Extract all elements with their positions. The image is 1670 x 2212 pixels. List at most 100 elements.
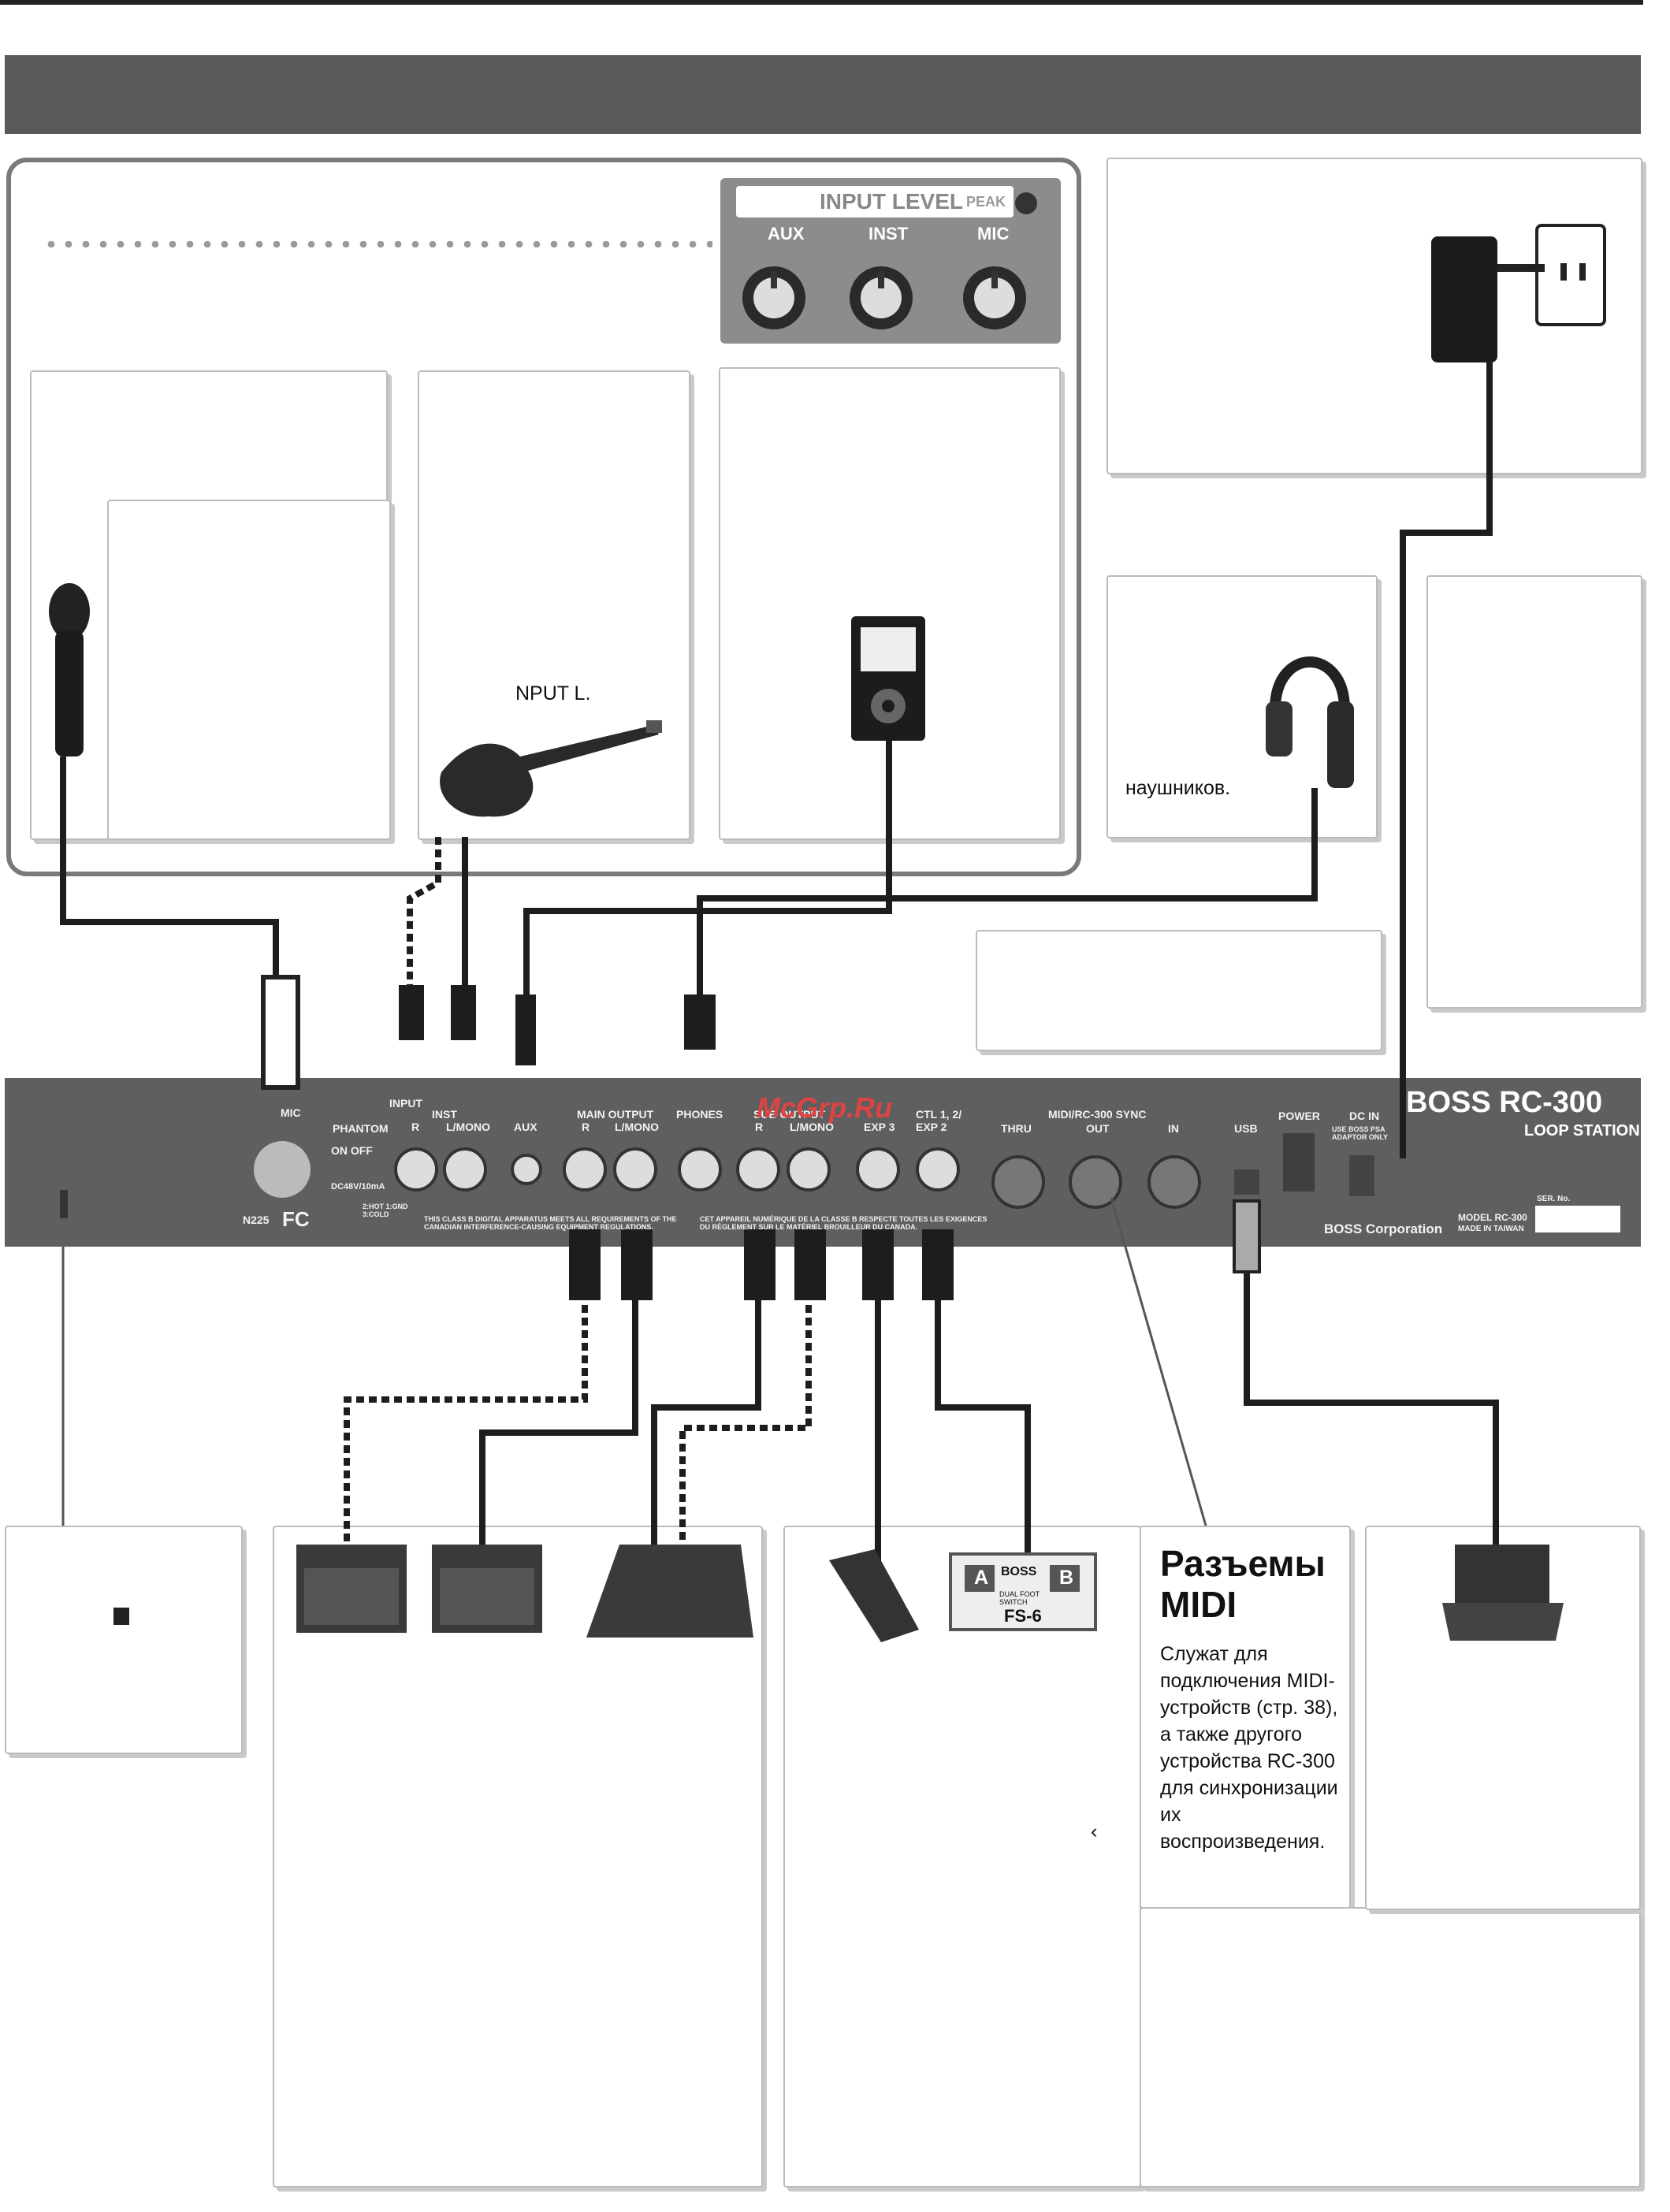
midi-body: Служат для подключения MIDI-устройств (с…: [1160, 1643, 1338, 1853]
label-sub-r: R: [755, 1121, 764, 1133]
phones-jack: [678, 1147, 722, 1192]
watermark: McGrp.Ru: [757, 1091, 893, 1124]
pedal-sub-label: DUAL FOOT SWITCH: [999, 1590, 1040, 1606]
power-switch: [1283, 1133, 1315, 1192]
label-exp3: EXP 3: [864, 1121, 895, 1133]
label-ctl: CTL 1, 2/ EXP 2: [916, 1108, 962, 1133]
label-aux: AUX: [514, 1121, 537, 1133]
main-r-jack: [563, 1147, 607, 1192]
label-on-off: ON OFF: [331, 1144, 373, 1157]
label-main-output: MAIN OUTPUT: [577, 1108, 654, 1121]
midi-callout: [1140, 1526, 1351, 1909]
label-phantom: PHANTOM: [333, 1122, 389, 1135]
pedal-b-label: B: [1059, 1567, 1074, 1589]
label-power: POWER: [1278, 1110, 1320, 1122]
label-fc: FC: [282, 1207, 310, 1231]
aux-jack: [511, 1154, 542, 1185]
inst-l-jack: [443, 1147, 487, 1192]
knob-label-aux: AUX: [768, 224, 805, 244]
label-input: INPUT: [389, 1097, 422, 1110]
mixer-icon: [586, 1545, 753, 1638]
label-inst: INST: [432, 1108, 457, 1121]
pedal-model-label: FS-6: [1004, 1606, 1042, 1626]
section-header-bar: [5, 55, 1641, 134]
dc-in-jack: [1349, 1155, 1374, 1196]
knob-label-inst: INST: [868, 224, 909, 244]
input-level-title-box: [736, 186, 1014, 217]
label-main-l: L/MONO: [615, 1121, 659, 1133]
label-inst-r: R: [411, 1121, 420, 1133]
label-inst-l: L/MONO: [446, 1121, 490, 1133]
sub-r-jack: [736, 1147, 780, 1192]
microphone-icon: [49, 583, 90, 757]
laptop-icon: [1442, 1545, 1564, 1641]
rear-panel-jacks: [60, 1133, 1620, 1232]
midi-title: Разъемы MIDI: [1160, 1543, 1326, 1625]
midi-callout-lower: [1140, 1907, 1641, 2188]
stray-mark: ‹: [1091, 1820, 1098, 1842]
top-rule: [0, 0, 1643, 5]
label-sub-output: SUB OUTPUT: [753, 1108, 825, 1121]
brand-logo: BOSS RC-300: [1406, 1086, 1603, 1119]
exp3-jack: [856, 1147, 900, 1192]
headphones-text: наушников.: [1125, 777, 1231, 799]
peak-label: PEAK: [966, 194, 1006, 210]
expression-pedal-icon: [829, 1549, 919, 1642]
guitar-text: NPUT L.: [515, 682, 591, 704]
headphones-icon: [1266, 656, 1354, 788]
label-in: IN: [1168, 1122, 1179, 1135]
label-cert: N225: [243, 1214, 270, 1226]
serial-box: [1535, 1206, 1620, 1232]
amp-icon-1: [296, 1545, 407, 1633]
kensington-icon: [113, 1608, 129, 1625]
label-phones: PHONES: [676, 1108, 723, 1121]
dotted-leader: [43, 241, 712, 247]
pedal-a-label: A: [974, 1567, 989, 1589]
input-level-knobs: [742, 192, 1037, 329]
loop-station-label: LOOP STATION: [1524, 1122, 1640, 1139]
knob-label-mic: MIC: [977, 224, 1010, 244]
label-corporation: BOSS Corporation: [1324, 1221, 1443, 1236]
input-level-title: INPUT LEVEL: [820, 189, 964, 214]
pedal-brand-label: BOSS: [1001, 1565, 1037, 1578]
inst-r-jack: [394, 1147, 438, 1192]
security-slot: [60, 1190, 68, 1218]
label-sub-l: L/MONO: [790, 1121, 834, 1133]
peak-led: [1015, 192, 1037, 214]
phantom-callout: [107, 500, 391, 840]
plugs-top: [261, 975, 716, 1090]
label-compliance-2: CET APPAREIL NUMÉRIQUE DE LA CLASSE B RE…: [700, 1215, 987, 1231]
label-thru: THRU: [1001, 1122, 1032, 1135]
security-callout: [5, 1526, 243, 1754]
label-adaptor: USE BOSS PSA ADAPTOR ONLY: [1332, 1125, 1389, 1141]
security-slot-right-callout: [1426, 575, 1642, 1009]
ctl-jack: [916, 1147, 960, 1192]
label-mic: MIC: [281, 1106, 301, 1119]
label-main-r: R: [582, 1121, 590, 1133]
label-usb: USB: [1234, 1122, 1258, 1135]
label-out: OUT: [1086, 1122, 1110, 1135]
plugs-bottom: [569, 1199, 1261, 1300]
label-dc-rating: DC48V/10mA: [331, 1182, 385, 1192]
label-ser-no: SER. No.: [1537, 1195, 1571, 1203]
label-compliance-1: THIS CLASS B DIGITAL APPARATUS MEETS ALL…: [424, 1215, 677, 1231]
main-l-jack: [613, 1147, 657, 1192]
label-pins: 2:HOT 1:GND 3:COLD: [363, 1203, 408, 1218]
portable-player-icon: [851, 616, 925, 741]
label-model: MODEL RC-300: [1458, 1212, 1527, 1223]
midi-in-jack: [1147, 1155, 1201, 1209]
sub-l-jack: [787, 1147, 831, 1192]
label-dc-in: DC IN: [1349, 1110, 1380, 1122]
xlr-jack: [254, 1141, 311, 1198]
midi-thru-jack: [991, 1155, 1045, 1209]
cables-bottom: [61, 1197, 1499, 1568]
ac-adaptor-icon: [1431, 224, 1606, 362]
label-midi-sync: MIDI/RC-300 SYNC: [1048, 1108, 1147, 1121]
cables-top: [60, 362, 1493, 1158]
midi-out-jack: [1069, 1155, 1122, 1209]
label-made-in: MADE IN TAIWAN: [1458, 1225, 1524, 1233]
usb-port: [1234, 1169, 1259, 1195]
guitar-icon: [440, 720, 662, 817]
amp-icon-2: [432, 1545, 542, 1633]
